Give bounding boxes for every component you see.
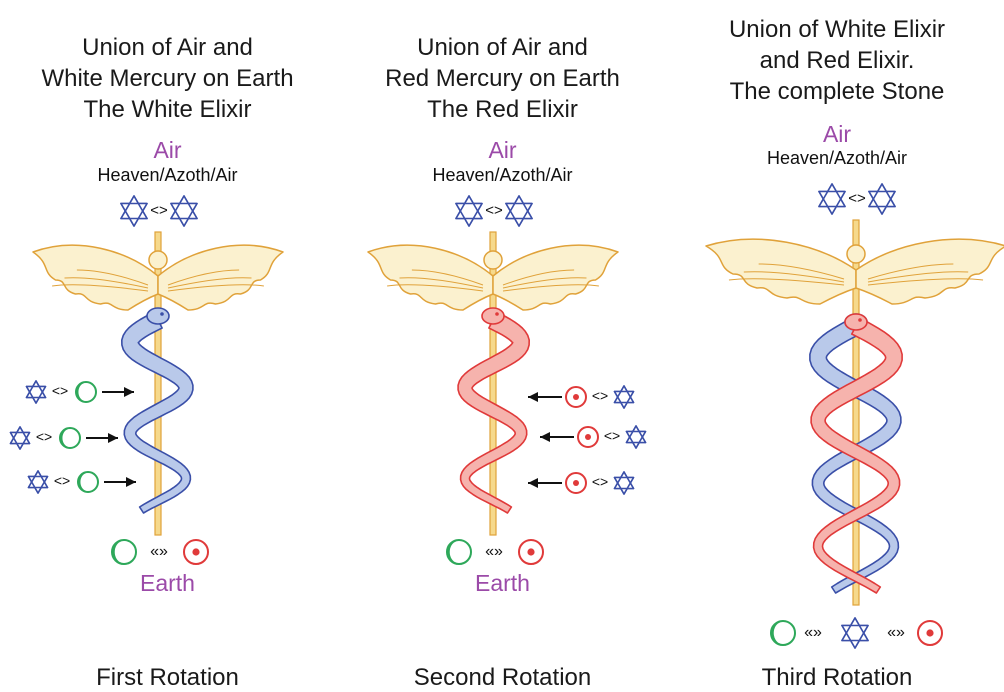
left-wing xyxy=(33,245,158,310)
earth-label: Earth xyxy=(0,570,335,597)
serpent-eye xyxy=(858,318,862,322)
rotation-label: First Rotation xyxy=(0,664,335,692)
hexagram-icon xyxy=(171,196,197,226)
moon-icon xyxy=(112,540,136,564)
exchange-symbol: <> xyxy=(36,429,52,445)
rotation-label: Third Rotation xyxy=(670,664,1004,692)
exchange-symbol: <> xyxy=(150,202,168,219)
moon-icon xyxy=(60,428,80,448)
arrow-icon xyxy=(86,433,118,443)
caduceus-diagram: <> «» «» xyxy=(670,0,1004,691)
sun-icon xyxy=(184,540,208,564)
serpent-eye xyxy=(495,312,499,316)
serpent-eye xyxy=(160,312,164,316)
union-symbol: «» xyxy=(150,543,168,560)
serpent-head xyxy=(482,308,504,324)
rotation-label: Second Rotation xyxy=(335,664,670,692)
hexagram-icon xyxy=(842,618,868,648)
arrow-icon xyxy=(528,392,562,402)
hexagram-icon xyxy=(819,184,845,214)
panel-first-rotation: Union of Air and White Mercury on Earth … xyxy=(0,0,335,691)
arrow-icon xyxy=(104,477,136,487)
exchange-symbol: <> xyxy=(592,474,608,490)
moon-icon xyxy=(771,621,795,645)
union-symbol: «» xyxy=(887,624,905,641)
staff-knob xyxy=(484,251,502,269)
sun-icon xyxy=(578,427,598,447)
serpent-head xyxy=(147,308,169,324)
staff-knob xyxy=(847,245,865,263)
hexagram-icon xyxy=(27,381,46,403)
hexagram-icon xyxy=(615,386,634,408)
moon-icon xyxy=(78,472,98,492)
sun-icon xyxy=(918,621,942,645)
serpent-head xyxy=(845,314,867,330)
hexagram-icon xyxy=(456,196,482,226)
left-wing xyxy=(368,245,493,310)
exchange-symbol: <> xyxy=(485,202,503,219)
hexagram-icon xyxy=(869,184,895,214)
moon-icon xyxy=(76,382,96,402)
hexagram-icon xyxy=(627,426,646,448)
sun-icon xyxy=(566,387,586,407)
exchange-symbol: <> xyxy=(52,383,68,399)
hexagram-icon xyxy=(506,196,532,226)
hexagram-icon xyxy=(121,196,147,226)
hexagram-icon xyxy=(11,427,30,449)
hexagram-icon xyxy=(29,471,48,493)
union-symbol: «» xyxy=(804,624,822,641)
panel-second-rotation: Union of Air and Red Mercury on Earth Th… xyxy=(335,0,670,691)
earth-label: Earth xyxy=(335,570,670,597)
staff-knob xyxy=(149,251,167,269)
sun-icon xyxy=(519,540,543,564)
moon-icon xyxy=(447,540,471,564)
exchange-symbol: <> xyxy=(848,190,866,207)
arrow-icon xyxy=(528,478,562,488)
right-wing xyxy=(856,239,1004,304)
panel-third-rotation: Union of White Elixir and Red Elixir. Th… xyxy=(670,0,1004,691)
arrow-icon xyxy=(540,432,574,442)
left-wing xyxy=(706,239,856,304)
exchange-symbol: <> xyxy=(592,388,608,404)
arrow-icon xyxy=(102,387,134,397)
sun-icon xyxy=(566,473,586,493)
right-wing xyxy=(493,245,618,310)
union-symbol: «» xyxy=(485,543,503,560)
exchange-symbol: <> xyxy=(54,473,70,489)
exchange-symbol: <> xyxy=(604,428,620,444)
hexagram-icon xyxy=(615,472,634,494)
right-wing xyxy=(158,245,283,310)
